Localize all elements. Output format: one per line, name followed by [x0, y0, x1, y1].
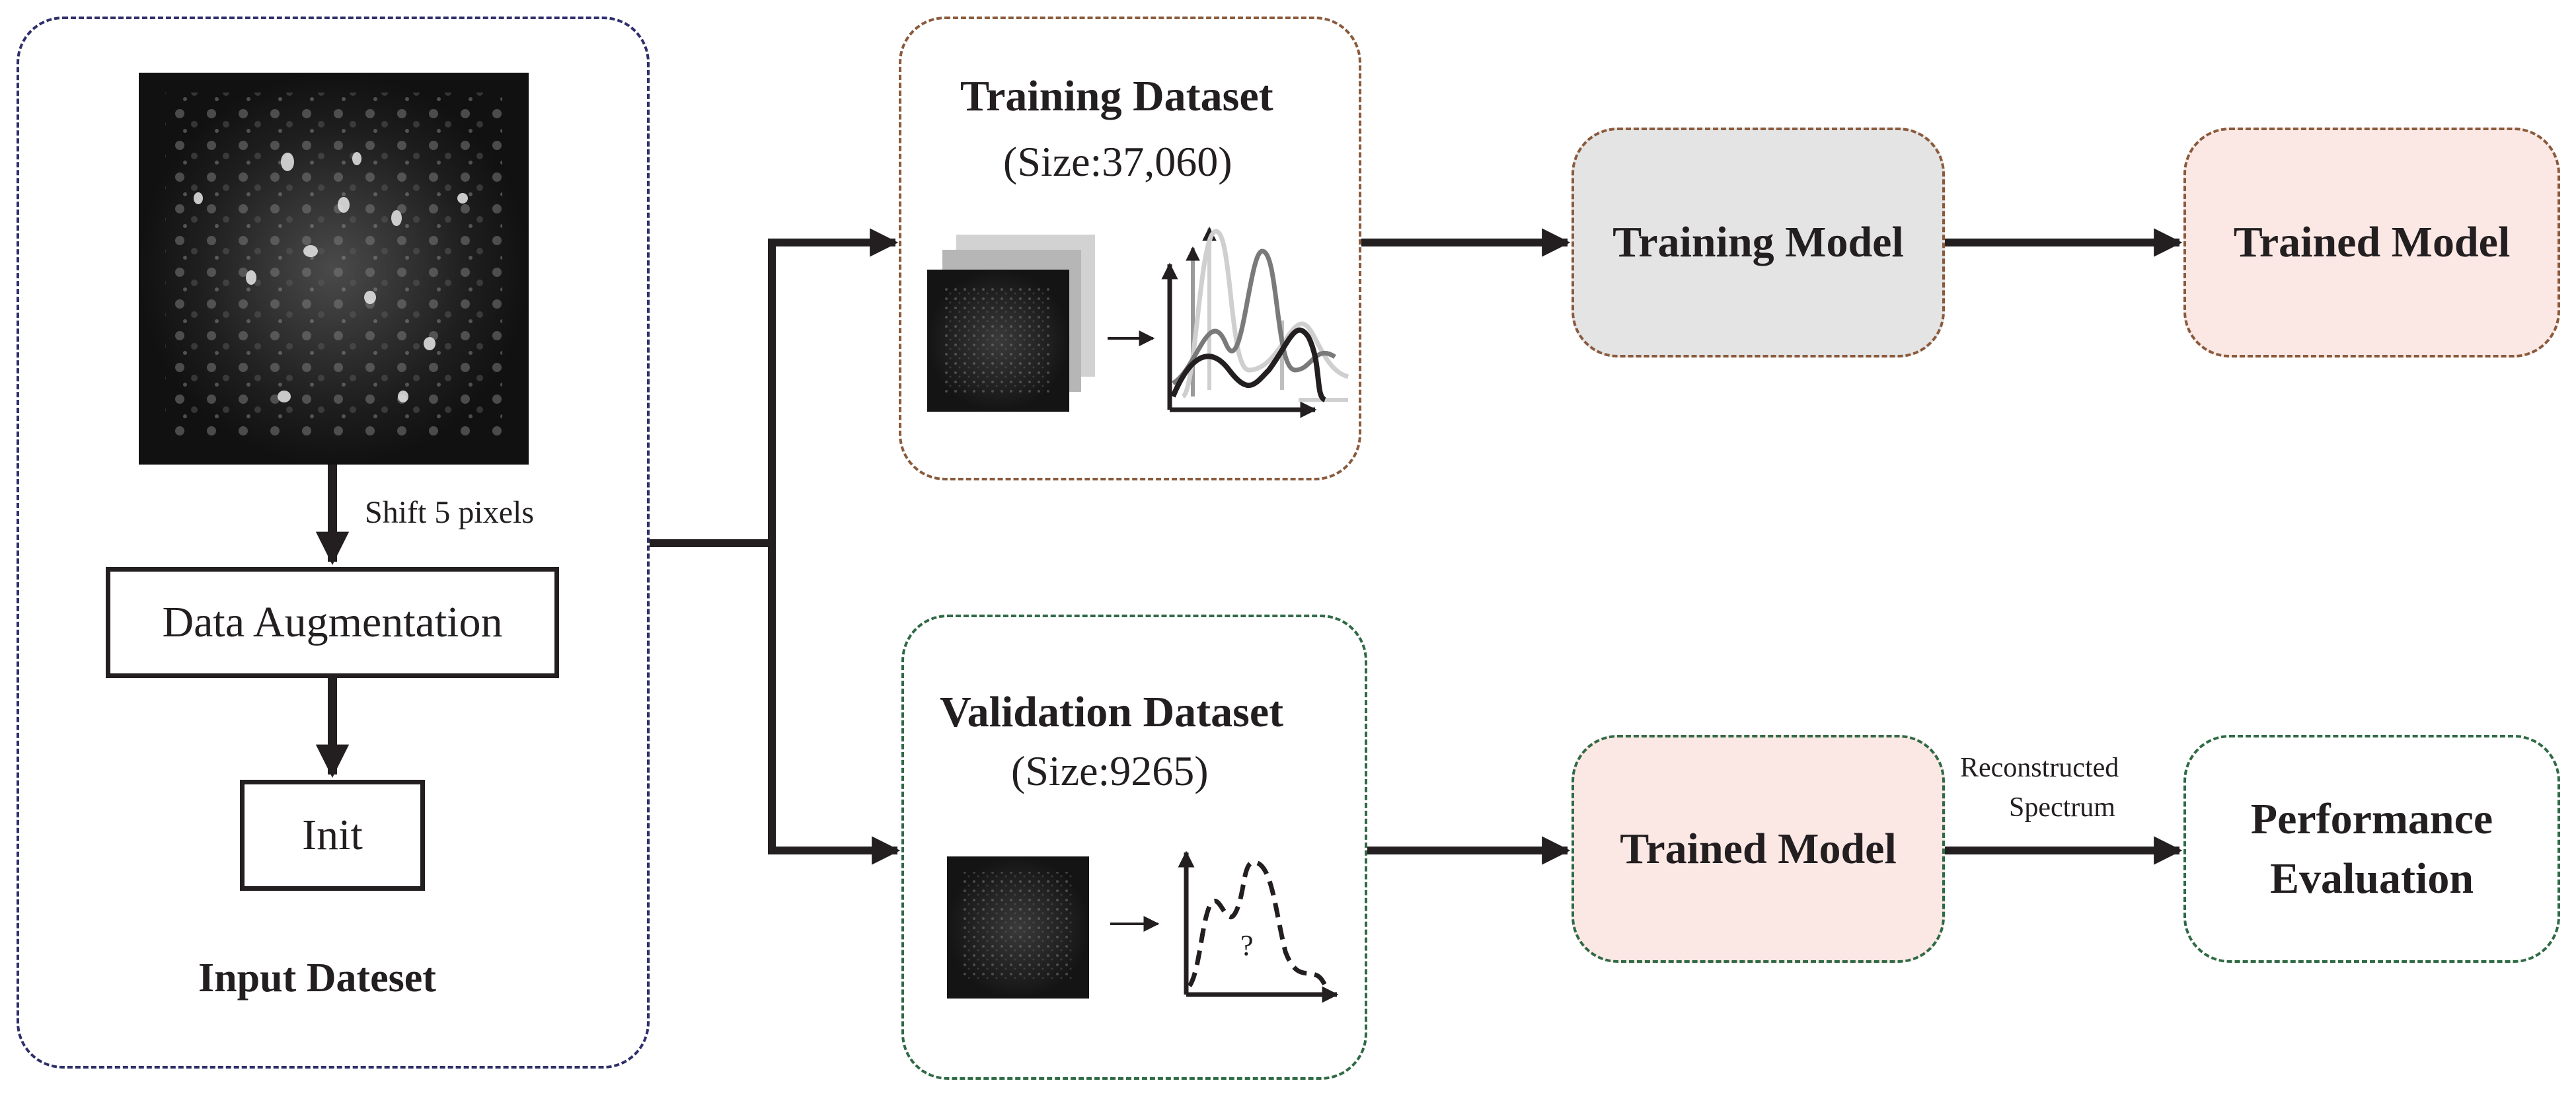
- input-dataset-panel: [17, 17, 650, 1069]
- init-label: Init: [302, 811, 363, 859]
- training-dataset-panel: [899, 17, 1361, 480]
- trained-model-bottom-label: Trained Model: [1620, 824, 1897, 873]
- validation-dataset-size: (Size:9265): [1011, 747, 1209, 794]
- training-dataset-title: Training Dataset: [960, 72, 1273, 120]
- trained-model-box-bottom: Trained Model: [1572, 735, 1945, 963]
- unknown-mark: ?: [1240, 929, 1254, 962]
- reconstructed-label: Reconstructed: [1960, 753, 2119, 783]
- shift-label: Shift 5 pixels: [365, 495, 535, 530]
- init-box: Init: [240, 780, 425, 891]
- validation-dataset-panel: [901, 615, 1367, 1080]
- performance-evaluation-box: Performance Evaluation: [2183, 735, 2560, 963]
- spectrum-label: Spectrum: [2009, 792, 2115, 823]
- validation-dataset-title: Validation Dataset: [940, 688, 1284, 736]
- input-dataset-title: Input Dateset: [198, 956, 436, 1001]
- evaluation-label: Evaluation: [2269, 854, 2474, 903]
- data-augmentation-box: Data Augmentation: [106, 567, 559, 678]
- training-dataset-size: (Size:37,060): [1003, 138, 1232, 185]
- data-augmentation-label: Data Augmentation: [162, 598, 503, 646]
- training-model-box: Training Model: [1572, 128, 1945, 358]
- trained-model-top-label: Trained Model: [2233, 218, 2511, 267]
- training-model-label: Training Model: [1612, 218, 1904, 267]
- trained-model-box-top: Trained Model: [2183, 128, 2560, 358]
- performance-label: Performance: [2250, 795, 2493, 844]
